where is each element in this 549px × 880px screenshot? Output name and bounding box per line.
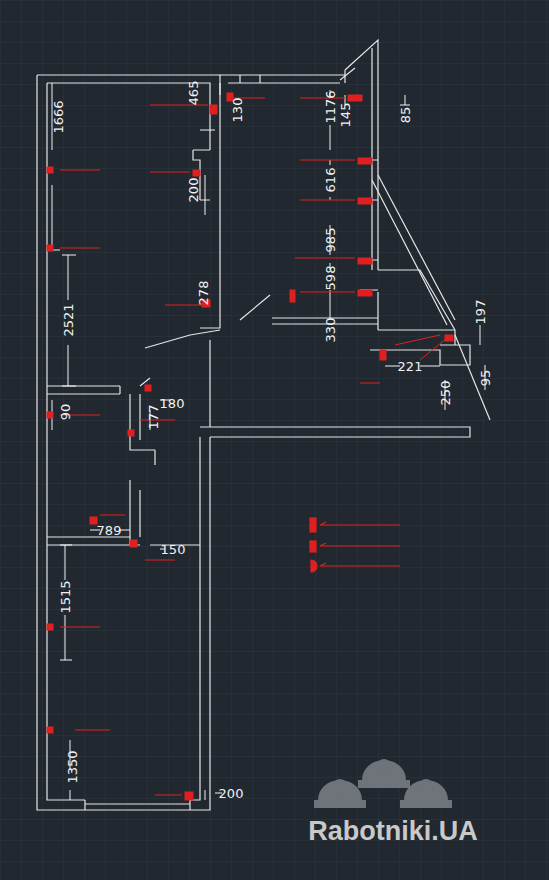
dimension-label: 598 <box>324 266 337 291</box>
dimension-label: 1515 <box>59 580 72 613</box>
dimension-label: 2521 <box>62 303 75 336</box>
dimension-label: 330 <box>324 318 337 343</box>
dimension-label: 177 <box>147 405 160 430</box>
dimension-label: 200 <box>219 787 244 800</box>
dimension-label: 985 <box>324 228 337 253</box>
dimension-label: 85 <box>399 107 412 124</box>
dimension-label: 1350 <box>66 750 79 783</box>
dimension-label: 197 <box>474 300 487 325</box>
dimension-label: 616 <box>324 168 337 193</box>
dimension-label: 145 <box>339 103 352 128</box>
dimension-label: 278 <box>197 281 210 306</box>
dimension-label: 789 <box>97 524 122 537</box>
dimension-label: 95 <box>479 370 492 387</box>
dimension-label: 1176 <box>324 90 337 123</box>
watermark: Rabotniki.UA <box>308 818 478 845</box>
dimension-label: 150 <box>161 543 186 556</box>
dimension-label: 221 <box>398 360 423 373</box>
dimension-label: 180 <box>160 397 185 410</box>
dimension-label: 1666 <box>52 100 65 133</box>
dimension-label: 200 <box>187 178 200 203</box>
dimension-label: 465 <box>187 81 200 106</box>
dimension-label: 130 <box>231 98 244 123</box>
dimension-label: 250 <box>439 381 452 406</box>
dimension-label: 90 <box>59 404 72 421</box>
